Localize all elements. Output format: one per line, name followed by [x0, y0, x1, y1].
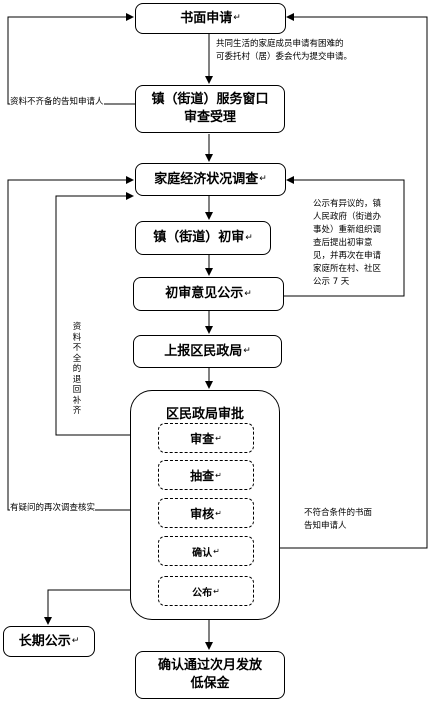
step-label: 公布: [192, 587, 213, 599]
step-spot-check: 抽查↵: [158, 460, 254, 490]
step-publish: 公布↵: [158, 576, 254, 606]
approval-title: 区民政局审批: [165, 407, 244, 422]
return-mark-icon: ↵: [244, 288, 252, 299]
node-label: 家庭经济状况调查: [154, 171, 259, 187]
node-report-civil-affairs: 上报区民政局↵: [133, 335, 282, 368]
node-label: 长期公示: [18, 633, 71, 649]
arrow-objection-feedback: [284, 176, 405, 297]
note-entrust: 共同生活的家庭成员申请有困难的 可委托村（居）委会代为提交申请。: [216, 38, 353, 64]
return-mark-icon: ↵: [215, 433, 222, 443]
return-mark-icon: ↵: [213, 586, 220, 596]
node-first-review-publicity: 初审意见公示↵: [133, 277, 284, 311]
return-mark-icon: ↵: [71, 636, 80, 647]
step-verify: 审核↵: [158, 498, 254, 528]
node-label: 初审意见公示: [165, 286, 244, 302]
step-examine: 审查↵: [158, 423, 254, 453]
step-label: 确认: [192, 547, 213, 559]
arrow-incomplete-feedback: [7, 13, 135, 105]
node-written-application: 书面申请↵: [135, 3, 286, 34]
arrow-supplement-feedback: [55, 192, 134, 436]
node-long-term-publicity: 长期公示↵: [3, 626, 95, 657]
step-confirm: 确认↵: [158, 536, 254, 566]
return-mark-icon: ↵: [259, 174, 267, 185]
note-return-supplement: 资料不全的退回补齐: [72, 322, 82, 417]
step-label: 审核: [190, 506, 215, 521]
return-mark-icon: ↵: [215, 508, 222, 518]
node-final-payment: 确认通过次月发放 低保金: [135, 651, 285, 699]
arrow-reject-feedback: [280, 13, 428, 549]
return-mark-icon: ↵: [233, 13, 241, 24]
return-mark-icon: ↵: [215, 470, 222, 480]
note-objection: 公示有异议的，镇 人民政府（街道办 事处）重新组织调 查后提出初审意 见，并再次…: [313, 199, 382, 287]
note-incomplete-notify: 资料不齐备的告知申请人: [10, 96, 104, 109]
node-label: 镇（街道）初审: [153, 230, 245, 246]
note-reject-notify: 不符合条件的书面 告知申请人: [304, 507, 373, 533]
node-economic-investigation: 家庭经济状况调查↵: [135, 163, 286, 196]
return-mark-icon: ↵: [213, 546, 220, 556]
step-label: 审查: [190, 431, 215, 446]
note-doubt-reinvestigate: 有疑问的再次调查核实: [10, 502, 96, 515]
node-label: 书面申请: [180, 10, 233, 26]
node-label: 镇（街道）服务窗口 审查受理: [151, 92, 269, 125]
step-label: 抽查: [190, 468, 215, 483]
arrow-publish-to-long-publicity: [44, 589, 158, 625]
node-label: 确认通过次月发放 低保金: [157, 658, 262, 691]
node-first-review: 镇（街道）初审↵: [135, 221, 271, 255]
return-mark-icon: ↵: [245, 232, 253, 243]
arrow-doubt-feedback: [7, 176, 134, 511]
node-service-window: 镇（街道）服务窗口 审查受理: [135, 85, 285, 133]
return-mark-icon: ↵: [243, 346, 251, 357]
node-label: 上报区民政局: [164, 343, 243, 359]
